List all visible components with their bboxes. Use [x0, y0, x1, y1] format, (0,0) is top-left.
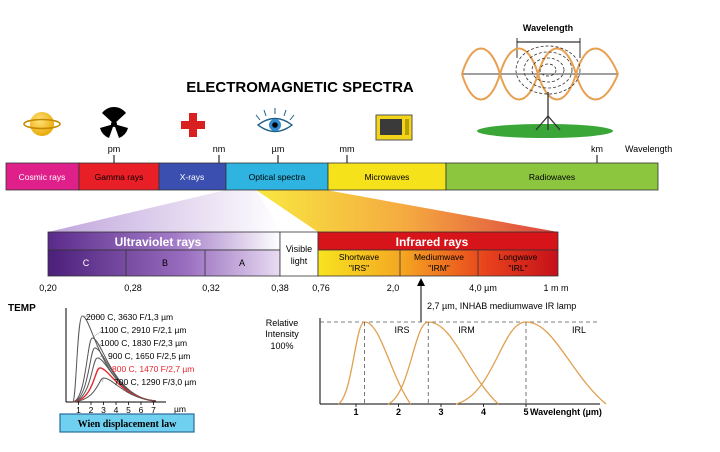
wien-curve-label: 2000 C, 3630 F/1,3 µm [86, 312, 173, 322]
wien-leader [94, 342, 103, 349]
irm-name: Mediumwave [414, 252, 464, 262]
unit-wavelength: Wavelength [625, 144, 672, 154]
tick-0-38: 0,38 [271, 283, 289, 293]
scale-units: pm nm µm mm km Wavelength [108, 144, 672, 163]
wave-diagram: Wavelength [461, 23, 619, 138]
intensity-x-tick-label: 1 [353, 407, 358, 417]
wien-curve [72, 377, 157, 403]
wien-law-label: Wien displacement law [78, 419, 177, 430]
fan-right [256, 190, 558, 232]
wien-curve-label: 700 C, 1290 F/3,0 µm [114, 377, 196, 387]
infrared-label: Infrared rays [396, 235, 469, 249]
wien-x-tick-label: 7 [151, 405, 156, 415]
spectrum-bar: Cosmic rays Gamma rays X-rays Optical sp… [5, 162, 659, 191]
intensity-x-label: Wavelenght (µm) [530, 407, 602, 417]
irl-code: "IRL" [508, 263, 527, 273]
intensity-x-tick-label: 4 [481, 407, 486, 417]
intensity-curve-label: IRM [458, 325, 475, 335]
band-x-rays [158, 162, 227, 191]
intensity-x-tick-label: 2 [396, 407, 401, 417]
intensity-y-label-3: 100% [270, 341, 293, 351]
fan-left [48, 190, 282, 232]
band-microwaves [327, 162, 447, 191]
unit-um: µm [272, 144, 285, 154]
intensity-y-label-1: Relative [266, 318, 299, 328]
irs-code: "IRS" [349, 263, 369, 273]
intensity-curve-label: IRS [395, 325, 410, 335]
uv-band-b: B [162, 258, 168, 268]
page-title: ELECTROMAGNETIC SPECTRA [186, 79, 414, 96]
band-microwaves-label: Microwaves [365, 172, 410, 182]
band-cosmic-rays-label: Cosmic rays [19, 172, 66, 182]
wien-chart: TEMP 2000 C, 3630 F/1,3 µm 1100 C, 2910 F… [8, 303, 196, 433]
tick-0-32: 0,32 [202, 283, 220, 293]
tick-0-20: 0,20 [39, 283, 57, 293]
wien-leader [99, 367, 103, 370]
wien-curve-label: 1000 C, 1830 F/2,3 µm [100, 338, 187, 348]
wien-x-tick-label: 3 [101, 405, 106, 415]
band-radiowaves-label: Radiowaves [529, 172, 575, 182]
wien-leader [97, 355, 103, 359]
microwave-oven-icon [375, 114, 413, 141]
wien-law-box [59, 413, 195, 433]
irs-name: Shortwave [339, 252, 379, 262]
antenna-icon [535, 92, 561, 131]
band-radiowaves [445, 162, 659, 191]
visible-section: Visible light [279, 231, 319, 277]
wien-leader [102, 377, 104, 383]
uv-band-c: C [83, 258, 90, 268]
radiation-icon [100, 107, 128, 138]
intensity-curve-label: IRL [572, 325, 586, 335]
band-optical-spectra-label: Optical spectra [249, 172, 306, 182]
wien-temp-label: TEMP [8, 303, 36, 314]
wien-x-tick-label: 2 [89, 405, 94, 415]
wien-x-unit: µm [174, 404, 186, 414]
intensity-y-label-2: Intensity [265, 329, 299, 339]
wien-x-tick-label: 6 [139, 405, 144, 415]
wien-leader [82, 315, 103, 318]
visible-label-2: light [291, 256, 308, 266]
unit-km: km [591, 144, 603, 154]
planet-icon [23, 112, 61, 136]
tick-4-0: 4,0 µm [469, 283, 497, 293]
wavelength-label: Wavelength [523, 23, 573, 33]
infrared-section: Infrared rays Shortwave "IRS" Mediumwave… [317, 231, 559, 277]
unit-mm: mm [340, 144, 355, 154]
tick-2-0: 2,0 [387, 283, 400, 293]
visible-label-1: Visible [286, 244, 312, 254]
wien-x-tick-label: 4 [114, 405, 119, 415]
uv-band-a: A [239, 258, 245, 268]
irm-code: "IRM" [428, 263, 450, 273]
wien-leader [92, 329, 103, 339]
intensity-x-tick-label: 3 [438, 407, 443, 417]
band-gamma-rays-label: Gamma rays [95, 172, 144, 182]
eye-icon [255, 108, 295, 133]
tick-1mm: 1 m m [543, 283, 568, 293]
detail-ticks: 0,20 0,28 0,32 0,38 0,76 2,0 4,0 µm 1 m … [39, 283, 568, 293]
wien-x-tick-label: 1 [76, 405, 81, 415]
tick-0-28: 0,28 [124, 283, 142, 293]
red-cross-icon [181, 113, 205, 137]
wien-x-tick-label: 5 [126, 405, 131, 415]
ultraviolet-section: Ultraviolet rays C B A [47, 231, 281, 277]
band-gamma-rays [78, 162, 160, 191]
grass-field [477, 124, 613, 138]
wien-curve-label: 800 C, 1470 F/2,7 µm [112, 364, 194, 374]
ultraviolet-label: Ultraviolet rays [115, 235, 202, 249]
band-x-rays-label: X-rays [180, 172, 205, 182]
irl-name: Longwave [499, 252, 538, 262]
intensity-x-tick-label: 5 [523, 407, 528, 417]
unit-pm: pm [108, 144, 121, 154]
wien-curve-label: 1100 C, 2910 F/2,1 µm [100, 325, 186, 335]
lamp-note: 2,7 µm, INHAB mediumwave IR lamp [427, 301, 576, 311]
tick-0-76: 0,76 [312, 283, 330, 293]
unit-nm: nm [213, 144, 226, 154]
band-optical-spectra [225, 162, 329, 191]
wien-curve-label: 900 C, 1650 F/2,5 µm [108, 351, 190, 361]
